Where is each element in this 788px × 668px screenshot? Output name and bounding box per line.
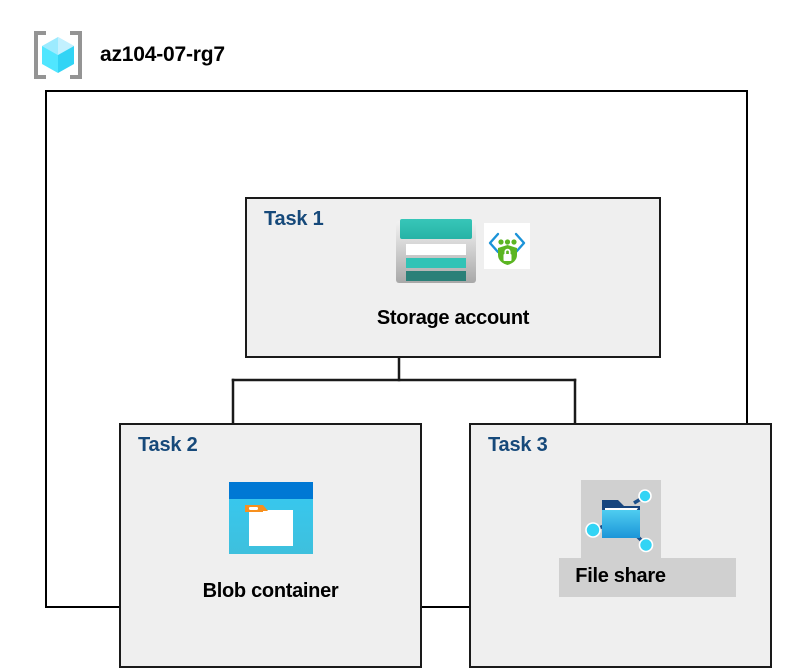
blob-container-icon (228, 482, 313, 554)
file-share-label-highlight (559, 558, 736, 597)
blob-container-caption: Blob container (202, 580, 339, 602)
task-1-label: Task 1 (264, 208, 324, 230)
file-share-icon (584, 489, 653, 553)
storage-account-icon (396, 219, 476, 283)
task-3-label: Task 3 (488, 434, 548, 456)
file-share-caption: File share (575, 565, 666, 587)
secure-endpoint-shield-icon (484, 223, 530, 269)
resource-group-icon (34, 31, 82, 79)
storage-account-caption: Storage account (376, 307, 530, 329)
blob-container-node[interactable]: Blob container (121, 480, 420, 602)
task-1-box[interactable]: Task 1 (245, 197, 661, 358)
page-title: az104-07-rg7 (100, 43, 225, 66)
resource-group-boundary: Task 1 (45, 90, 772, 668)
resource-group-header: az104-07-rg7 (30, 28, 225, 82)
file-share-node[interactable]: File share (471, 480, 770, 597)
task-3-box[interactable]: Task 3 (469, 423, 772, 668)
storage-account-node[interactable]: Storage account (247, 217, 659, 329)
task-2-box[interactable]: Task 2 (119, 423, 422, 668)
task-2-label: Task 2 (138, 434, 198, 456)
